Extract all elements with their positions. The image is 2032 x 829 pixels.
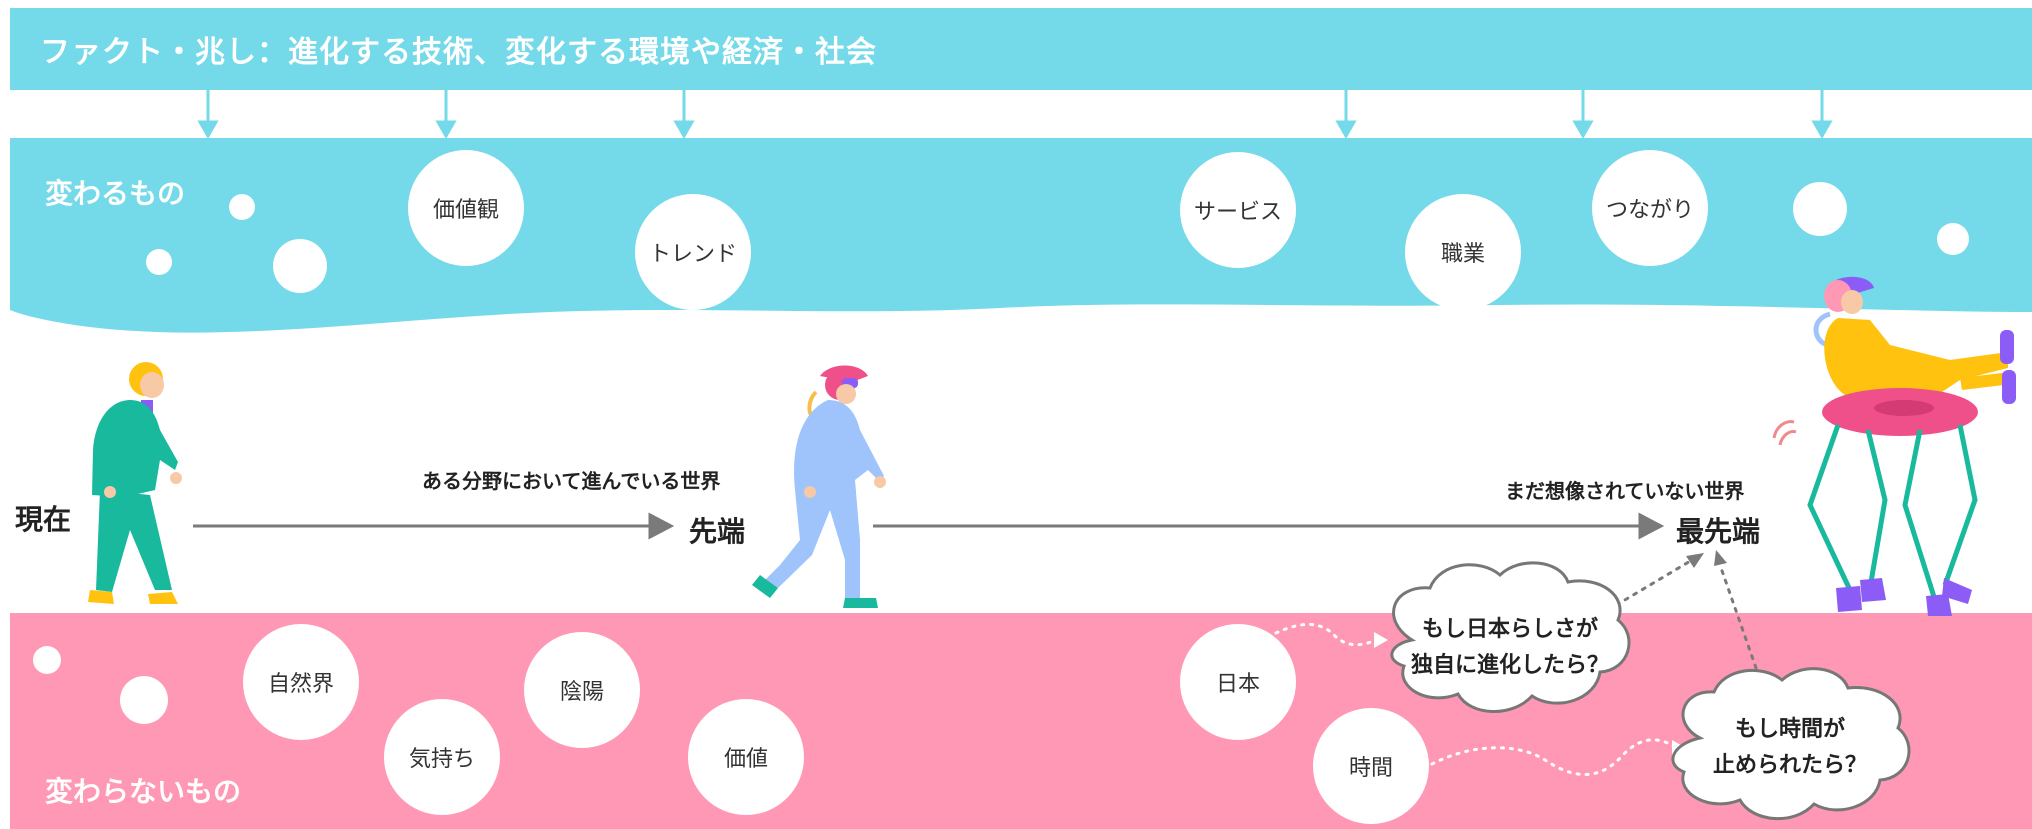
cloud-icon — [1671, 667, 1911, 820]
decorative-dot — [273, 239, 327, 293]
person-on-walking-ring-icon — [1772, 276, 2016, 616]
dotted-arrow-icon — [1718, 563, 1758, 670]
decorative-dot — [1937, 223, 1969, 255]
walking-person-blue-icon — [752, 365, 886, 608]
arrowhead-icon — [1686, 553, 1704, 568]
stage-present: 現在 — [15, 503, 72, 536]
decorative-dot — [33, 646, 61, 674]
arrowhead-icon — [1374, 632, 1388, 648]
bubble-time: 時間 — [1313, 708, 1429, 824]
bubble-feelings: 気持ち — [384, 699, 500, 815]
question-japan-line2: 独自に進化したら？ — [1410, 653, 1609, 678]
bubble-occupation: 職業 — [1405, 194, 1521, 310]
question-time-line1: もし時間が — [1734, 717, 1845, 742]
arrowhead-icon — [1714, 550, 1727, 566]
bubble-trend: トレンド — [635, 194, 751, 310]
down-arrow-icon — [1335, 90, 1357, 140]
decorative-dot — [1793, 182, 1847, 236]
right-arrow-icon — [873, 512, 1665, 540]
leading-caption: ある分野において進んでいる世界 — [422, 469, 721, 493]
question-time-line2: 止められたら？ — [1712, 753, 1867, 778]
bubble-yin-yang: 陰陽 — [524, 632, 640, 748]
decorative-dot — [146, 249, 172, 275]
header-band — [10, 8, 2032, 90]
dotted-arrow-icon — [1430, 738, 1678, 776]
dotted-arrow-icon — [1606, 558, 1694, 612]
stage-leading: 先端 — [689, 515, 746, 548]
down-arrow-icon — [1572, 90, 1594, 140]
bubble-values: 価値観 — [408, 150, 524, 266]
decorative-dot — [120, 676, 168, 724]
unchanging-label: 変わらないもの — [45, 775, 242, 808]
bubble-value: 価値 — [688, 699, 804, 815]
bubble-service: サービス — [1180, 152, 1296, 268]
changing-label: 変わるもの — [45, 177, 186, 210]
dotted-arrow-icon — [1274, 622, 1378, 647]
question-japan-line1: もし日本らしさが — [1421, 617, 1598, 642]
down-arrow-icon — [197, 90, 219, 140]
down-arrow-icon — [1811, 90, 1833, 140]
bubble-japan: 日本 — [1180, 624, 1296, 740]
down-arrow-icon — [435, 90, 457, 140]
decorative-dot — [229, 194, 255, 220]
bubble-nature: 自然界 — [243, 624, 359, 740]
right-arrow-icon — [193, 512, 675, 540]
header-title: ファクト・兆し：進化する技術、変化する環境や経済・社会 — [40, 35, 877, 70]
cloud-icon — [1390, 561, 1631, 713]
question-time: もし時間が 止められたら？ — [1695, 712, 1885, 784]
cutting-edge-caption: まだ想像されていない世界 — [1505, 479, 1745, 503]
stage-cutting-edge: 最先端 — [1676, 515, 1761, 548]
down-arrow-icon — [673, 90, 695, 140]
walking-person-teal-icon — [88, 362, 182, 604]
question-japan: もし日本らしさが 独自に進化したら？ — [1410, 612, 1610, 684]
bubble-connection: つながり — [1592, 150, 1708, 266]
